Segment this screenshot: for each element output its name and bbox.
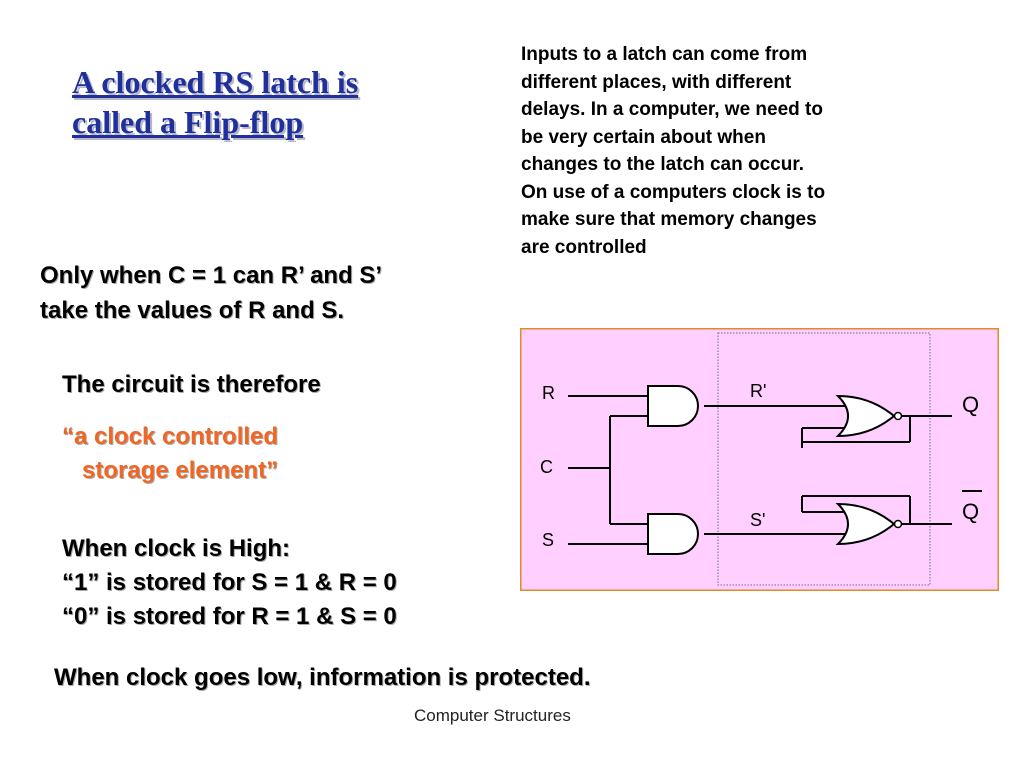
and-gate-bottom (647, 513, 699, 555)
label-q: Q (962, 392, 979, 417)
label-c: C (540, 457, 553, 477)
circuit-is-text: The circuit is therefore (62, 371, 321, 398)
and-gate-top (647, 385, 699, 427)
nor-gate-top-bubble (893, 411, 903, 421)
note-line-6: On use of a computers clock is to (521, 181, 826, 203)
quote-paragraph: “a clock controlled storage element” (62, 420, 278, 488)
label-r: R (542, 383, 555, 403)
nor-gate-bottom (835, 502, 896, 546)
only-when-paragraph: Only when C = 1 can R’ and S’ take the v… (40, 258, 382, 328)
slide-title: A clocked RS latch is called a Flip-flop (72, 62, 358, 142)
latch-dotted-box (717, 332, 931, 586)
note-line-3: delays. In a computer, we need to (521, 99, 823, 120)
title-line-1: A clocked RS latch is (72, 64, 359, 100)
footer-text: Computer Structures (414, 706, 571, 725)
diagram-background (520, 328, 999, 591)
note-line-1: Inputs to a latch can come from (521, 44, 808, 65)
note-line-7: make sure that memory changes (521, 209, 817, 230)
label-q-bar: Q (962, 499, 979, 524)
label-s-prime: S' (750, 510, 765, 530)
only-when-line-1: Only when C = 1 can R’ and S’ (40, 262, 383, 289)
clock-high-line-2: “1” is stored for S = 1 & R = 0 (62, 569, 397, 596)
label-r-prime: R' (750, 381, 766, 401)
clock-high-paragraph: When clock is High: “1” is stored for S … (62, 532, 397, 634)
explanation-note: Inputs to a latch can come from differen… (521, 41, 901, 261)
note-line-4: be very certain about when (521, 126, 766, 148)
note-line-2: different places, with different (521, 71, 792, 93)
wires (568, 395, 952, 545)
quote-line-2: storage element” (82, 457, 279, 484)
only-when-line-2: take the values of R and S. (40, 297, 345, 324)
clock-low-text: When clock goes low, information is prot… (54, 664, 591, 691)
clock-high-line-3: “0” is stored for R = 1 & S = 0 (62, 603, 397, 630)
clock-high-line-1: When clock is High: (62, 535, 291, 562)
title-line-2: called a Flip-flop (72, 104, 304, 140)
nor-gate-top (835, 394, 896, 438)
note-line-5: changes to the latch can occur. (521, 154, 804, 175)
clocked-rs-latch-diagram: R C S R' S' Q Q (520, 328, 999, 591)
nor-gate-bottom-bubble (893, 519, 903, 529)
note-line-8: are controlled (521, 236, 647, 258)
quote-line-1: “a clock controlled (62, 423, 279, 450)
label-s: S (542, 530, 554, 550)
